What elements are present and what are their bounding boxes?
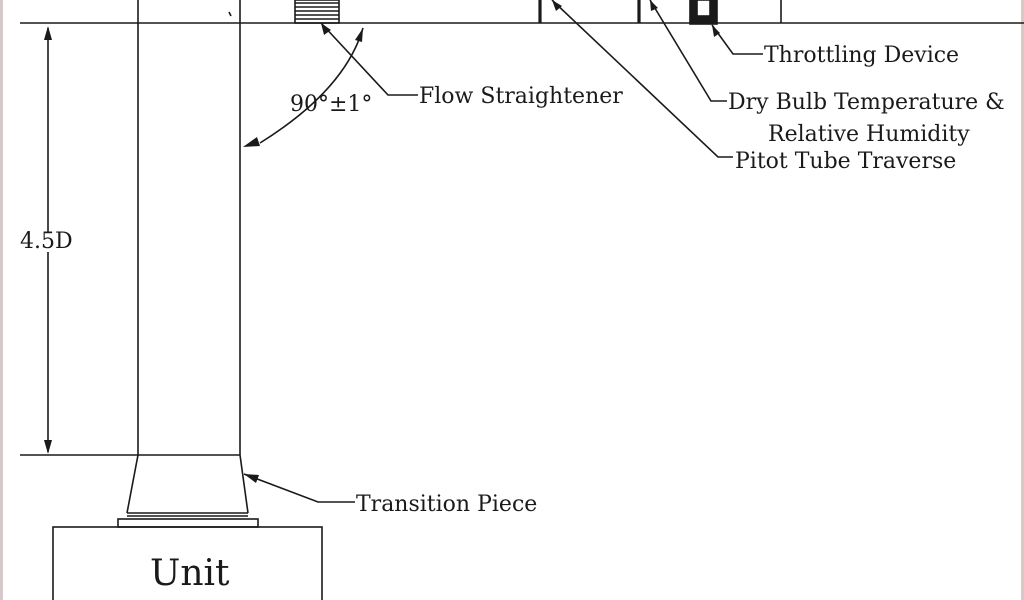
- flow-straightener-leader: [320, 22, 418, 96]
- transition-leader: [243, 473, 355, 503]
- angle-arc: [259, 27, 364, 144]
- throttling-leader: [711, 24, 763, 55]
- throttling-device-element: [689, 0, 718, 25]
- angle-label: 90°±1°: [290, 92, 372, 117]
- length-label: 4.5D: [20, 229, 73, 254]
- unit-label: Unit: [150, 553, 230, 594]
- right-border: [1021, 0, 1024, 600]
- pitot-leader: [551, 0, 733, 158]
- flow-straightener-label: Flow Straightener: [419, 84, 623, 109]
- dry-bulb-label-line2: Relative Humidity: [768, 122, 970, 147]
- flow-straightener-element: [294, 0, 340, 24]
- transition-piece-label: Transition Piece: [356, 492, 537, 517]
- pitot-tube-label: Pitot Tube Traverse: [735, 149, 956, 174]
- left-border: [0, 0, 3, 600]
- transition-piece-shape: [117, 454, 259, 528]
- dry-bulb-label-line1: Dry Bulb Temperature &: [728, 90, 1005, 115]
- dry-bulb-leader: [649, 0, 727, 102]
- throttling-device-label: Throttling Device: [764, 43, 959, 68]
- length-dimension: [20, 26, 138, 456]
- vertical-duct: [137, 0, 241, 456]
- unit-box: [52, 526, 323, 600]
